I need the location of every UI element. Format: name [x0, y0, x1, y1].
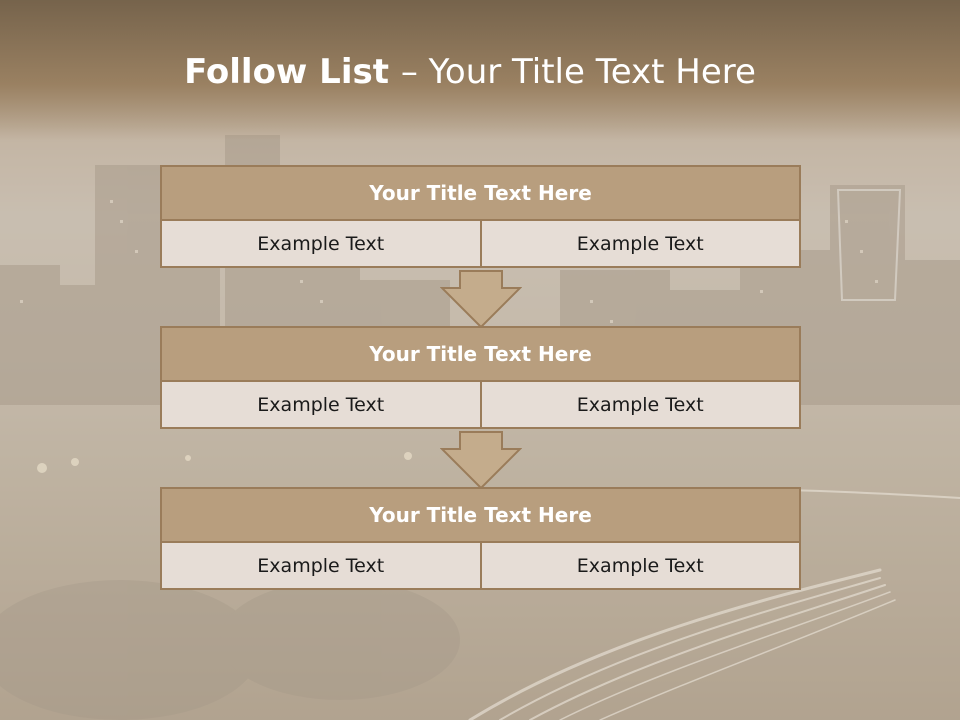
- list-block-1: Your Title Text Here Example Text Exampl…: [160, 165, 801, 268]
- block-left-text: Example Text: [160, 219, 482, 268]
- block-row: Example Text Example Text: [160, 219, 801, 268]
- block-title: Your Title Text Here: [160, 326, 801, 382]
- block-row: Example Text Example Text: [160, 541, 801, 590]
- block-right-text: Example Text: [479, 219, 801, 268]
- block-title: Your Title Text Here: [160, 487, 801, 543]
- down-arrow-icon: [440, 431, 522, 489]
- block-left-text: Example Text: [160, 541, 482, 590]
- slide-title: Follow List – Your Title Text Here: [0, 52, 940, 92]
- slide-title-rest: – Your Title Text Here: [400, 52, 756, 92]
- list-block-2: Your Title Text Here Example Text Exampl…: [160, 326, 801, 429]
- title-band: [0, 0, 960, 140]
- down-arrow-icon: [440, 270, 522, 328]
- block-right-text: Example Text: [479, 541, 801, 590]
- block-left-text: Example Text: [160, 380, 482, 429]
- block-right-text: Example Text: [479, 380, 801, 429]
- block-title: Your Title Text Here: [160, 165, 801, 221]
- block-row: Example Text Example Text: [160, 380, 801, 429]
- slide-title-bold: Follow List: [184, 52, 401, 92]
- list-block-3: Your Title Text Here Example Text Exampl…: [160, 487, 801, 590]
